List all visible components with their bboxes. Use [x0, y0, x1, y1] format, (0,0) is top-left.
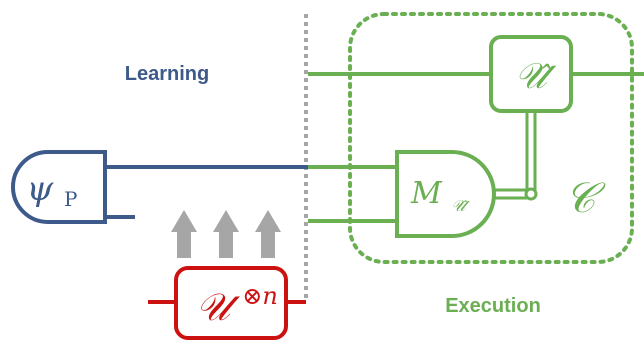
svg-text:ψ P: ψ P [27, 169, 78, 211]
channel-boundary [348, 12, 634, 264]
unitary-oracle: 𝒰 ⊗n [148, 266, 306, 340]
up-arrow-icon [255, 210, 281, 258]
unitary-symbol: 𝒰 [196, 285, 240, 329]
svg-text:𝒰 ⊗n: 𝒰 ⊗n [196, 282, 278, 329]
execution-label: Execution [445, 295, 541, 317]
up-arrow-icon [213, 210, 239, 258]
state-prep-psi: ψ P [11, 150, 107, 224]
estimate-gate: 𝒰̂ [489, 35, 573, 113]
query-arrows [171, 210, 281, 258]
psi-subscript: P [64, 187, 77, 211]
measurement-gate: M 𝒰̂ [395, 150, 496, 238]
up-arrow-icon [171, 210, 197, 258]
unitary-tensor-power: ⊗n [242, 282, 278, 310]
measurement-symbol: M [410, 176, 443, 211]
learning-label: Learning [125, 63, 209, 85]
svg-text:M 𝒰̂: M 𝒰̂ [410, 176, 470, 215]
classical-control-wire [492, 111, 538, 201]
psi-symbol: ψ [27, 169, 54, 209]
channel-symbol: 𝒞 [565, 173, 606, 222]
measurement-subscript: 𝒰̂ [451, 196, 470, 215]
